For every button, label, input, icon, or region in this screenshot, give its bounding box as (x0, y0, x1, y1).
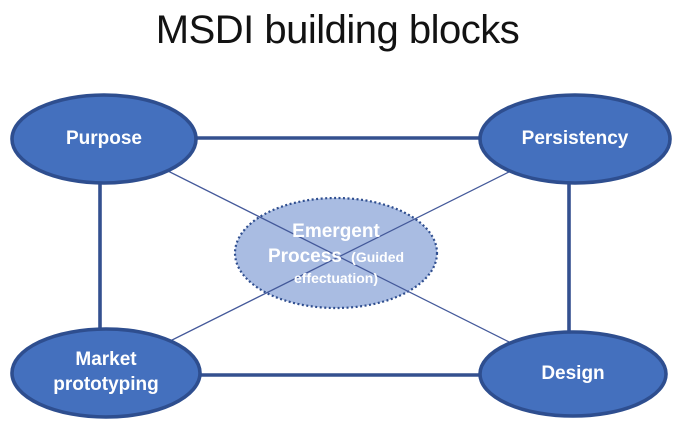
design-ellipse (478, 330, 668, 418)
edge-persistency-market-prototyping (105, 138, 576, 374)
purpose-ellipse (10, 93, 198, 185)
persistency-ellipse (478, 93, 672, 185)
market-prototyping-ellipse (10, 327, 202, 419)
diagram-title: MSDI building blocks (155, 8, 520, 52)
emergent-process-ellipse (233, 196, 439, 310)
